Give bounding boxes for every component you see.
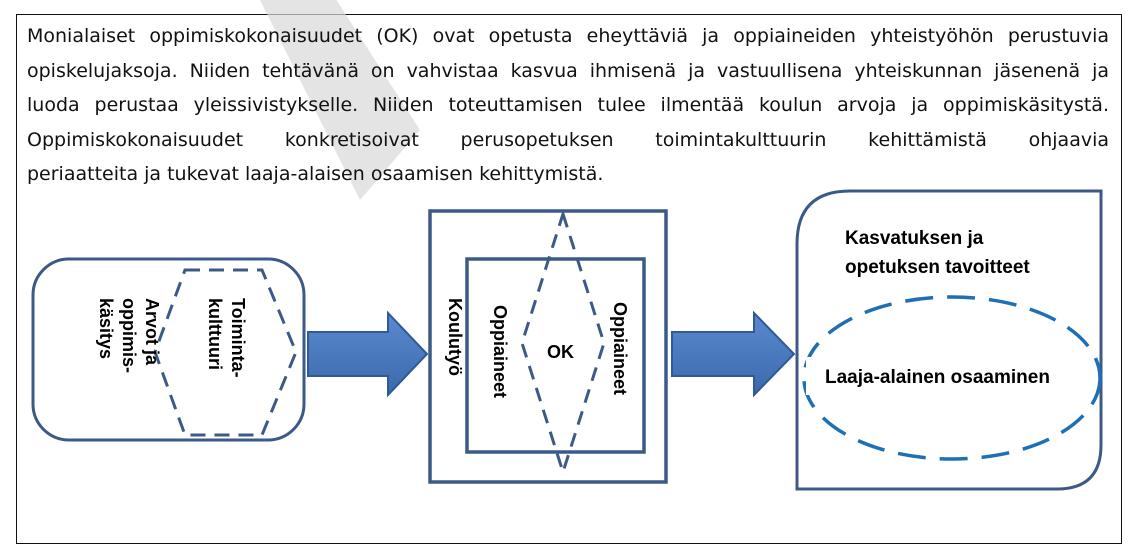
oppiaineet-right-label: Oppiaineet [610, 302, 630, 395]
left-text-arvot-3: käsitys [96, 298, 116, 359]
left-context-box [31, 257, 306, 442]
document-frame [16, 14, 1122, 544]
left-text-arvot-1: Arvot ja [142, 298, 162, 366]
paragraph-line: periaatteita ja tukevat laaja-alaisen os… [27, 163, 604, 185]
arrow-right-2 [671, 310, 796, 398]
left-text-toimintakulttuuri-2: kulttuuri [205, 298, 225, 370]
ellipse-label-backdrop [806, 357, 1094, 395]
left-dashed-hexagon [153, 268, 298, 437]
paragraph-line: Oppimiskokonaisuudet konkretisoivat peru… [27, 128, 1109, 151]
left-text-toimintakulttuuri-1: Toiminta- [228, 298, 248, 378]
goals-title-line-2: opetuksen tavoitteet [845, 257, 1030, 278]
ok-label: OK [547, 342, 574, 362]
intro-paragraph: Monialaiset oppimiskokonaisuudet (OK) ov… [27, 19, 1109, 192]
arrow-right-1 [307, 310, 429, 398]
left-text-arvot-2: oppimis- [119, 298, 139, 373]
oppiaineet-inner-box [465, 257, 646, 454]
paragraph-line: opiskelujaksoja. Niiden tehtävänä on vah… [27, 59, 1109, 82]
koulutyo-label: Koulutyö [445, 298, 465, 376]
paragraph-line: luoda perustaa yleissivistykselle. Niide… [27, 94, 1109, 116]
laaja-alainen-label: Laaja-alainen osaaminen [825, 367, 1050, 388]
oppiaineet-left-label: Oppiaineet [490, 305, 510, 398]
goals-title-line-1: Kasvatuksen ja [845, 228, 984, 249]
paragraph-line: Monialaiset oppimiskokonaisuudet (OK) ov… [27, 25, 1109, 47]
